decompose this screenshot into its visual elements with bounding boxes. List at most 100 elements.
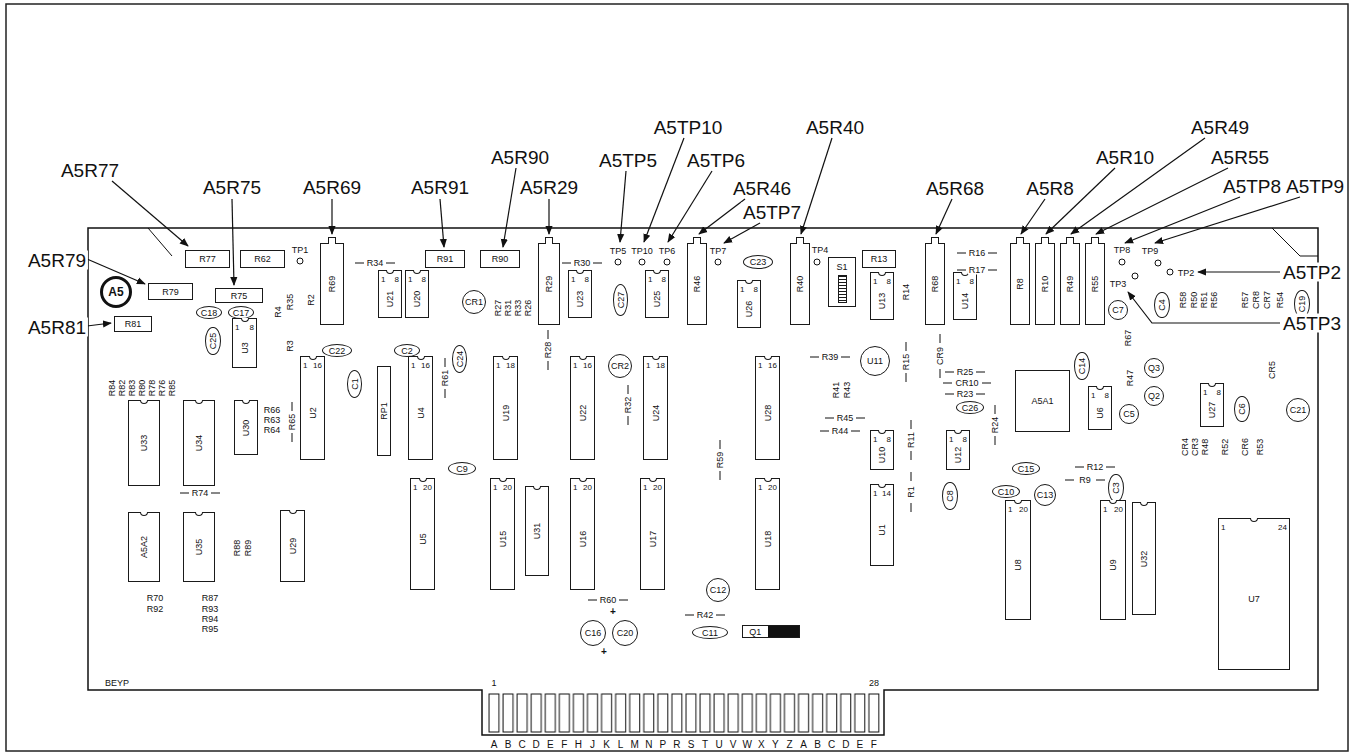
capacitor-oval: C24 [452,345,467,373]
callout-label: A5R10 [1094,148,1156,167]
callout-label: A5R91 [409,178,471,197]
pin-one-notch [764,356,772,360]
capacitor-oval: C8 [942,482,957,510]
leader-line [801,138,832,234]
callout-label: A5TP5 [597,151,659,170]
component-label: CR8 [1252,290,1261,310]
pin-one-notch [653,270,661,274]
component-label: R2 [307,293,316,307]
connector-letter: E [855,740,864,750]
callout-label: A5R68 [924,179,986,198]
leader-line [620,171,626,242]
resistor-upright: R55 [1085,243,1105,325]
pin-number: 1 [490,679,497,688]
ic-package: U33 [128,400,160,486]
component-label: R92 [146,605,165,614]
part-name: C12 [710,586,727,595]
part-name: U9 [1109,559,1118,571]
component-label: R50 [1190,291,1199,310]
round-component: C12 [706,578,730,602]
part-name: C16 [585,629,602,638]
ic-package: U4116 [408,356,433,460]
part-name: R91 [437,255,454,264]
leader-line [232,199,234,285]
component-label: R35 [286,293,295,312]
resistor-lead-tab [1041,237,1049,244]
test-point [814,259,820,265]
part-name: R62 [254,255,271,264]
pin-number: 1 [411,362,415,370]
pin-one-notch [649,478,657,482]
component-label: R74 [191,489,210,498]
pin-one-notch [878,430,886,434]
pin-number: 1 [740,286,744,294]
capacitor-oval: C4 [1154,292,1169,318]
test-point [297,258,303,264]
ic-package: U8120 [1005,500,1031,620]
part-name: C9 [456,464,468,473]
component-label: R54 [1276,291,1285,310]
part-name: R69 [328,276,337,293]
round-component: C16 [580,620,606,646]
pin-one-notch [1140,502,1148,506]
component-label: R59 [716,451,725,470]
pin-one-notch [195,400,203,404]
part-name: R79 [162,287,179,296]
component-label: CR6 [1241,437,1250,457]
part-name: U16 [578,531,587,548]
edge-connector [486,692,880,734]
part-name: U24 [651,405,660,422]
ic-package: U1418 [953,272,977,320]
ic-package: U318 [232,318,257,368]
pin-number: 8 [887,278,891,286]
pin-number: 1 [235,324,239,332]
test-point-label: TP3 [1109,280,1128,289]
ic-package: U15120 [490,478,515,590]
pin-one-notch [242,400,250,404]
pin-one-notch [954,430,962,434]
capacitor-oval: C1 [347,370,362,398]
component-label: R42 [696,611,715,620]
pin-one-notch [579,478,587,482]
pin-number: 28 [868,679,880,688]
capacitor-oval: C15 [1012,462,1040,475]
ic-package: U17120 [640,478,665,590]
pin-one-notch [417,356,425,360]
component-label: R70 [146,594,165,603]
round-component: CR2 [608,354,632,378]
part-name: C26 [962,403,979,412]
connector-letter: F [870,740,878,750]
callout-label: A5R81 [26,318,88,337]
part-name: U25 [653,291,662,308]
component-label: R88 [233,539,242,558]
pin-one-notch [576,270,584,274]
resistor-box: R62 [240,250,285,268]
component-label: R12 [1086,463,1105,472]
part-name: C15 [1018,464,1035,473]
test-point [1167,269,1173,275]
pin-one-notch [140,512,148,516]
pin-number: 16 [768,362,777,370]
component-label: R3 [286,339,295,353]
pin-number: 8 [422,276,426,284]
part-name: R29 [545,276,554,293]
pin-one-notch [533,486,541,490]
resistor-upright: R10 [1035,243,1055,325]
ic-package: U32 [1132,502,1156,615]
connector-letter: A [490,740,499,750]
pin-number: 8 [1217,389,1221,397]
capacitor-oval: C23 [743,255,773,269]
part-name: U17 [648,531,657,548]
ic-package: U2116 [300,356,325,460]
leader-line [936,199,952,234]
connector-letter: H [574,740,583,750]
test-point [615,259,621,265]
capacitor-oval: C25 [205,327,220,355]
round-component: C20 [612,620,638,646]
resistor-upright: R49 [1060,243,1080,325]
ic-package: U24118 [643,356,668,460]
part-name: U20 [413,291,422,308]
leader-line [1198,271,1280,272]
callout-label: A5TP10 [652,118,725,137]
pin-number: 16 [583,362,592,370]
